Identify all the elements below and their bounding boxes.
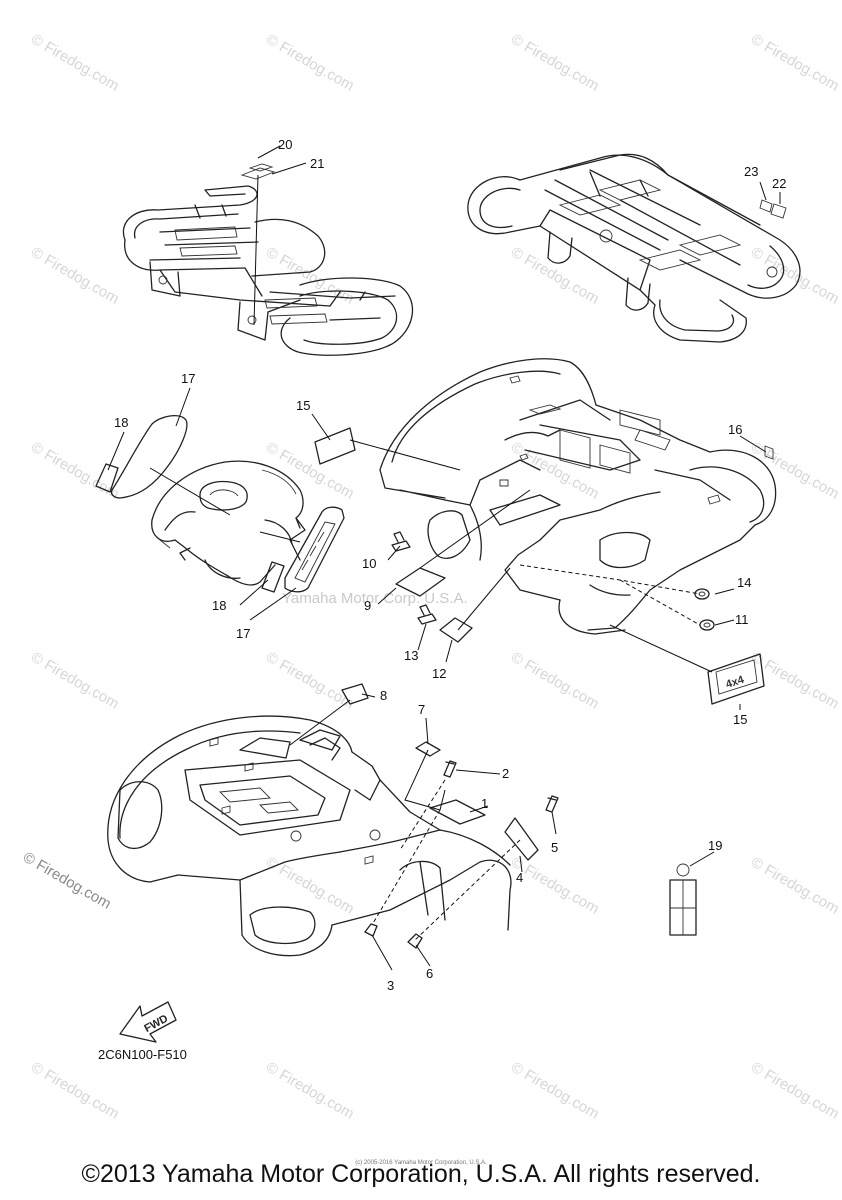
callout-9: 9 bbox=[364, 598, 371, 613]
callout-15-lower: 15 bbox=[733, 712, 747, 727]
callout-17-upper: 17 bbox=[181, 371, 195, 386]
callout-14: 14 bbox=[737, 575, 751, 590]
callout-15-upper: 15 bbox=[296, 398, 310, 413]
bolt-2 bbox=[443, 760, 457, 778]
svg-text:4x4: 4x4 bbox=[724, 674, 746, 691]
nut-11 bbox=[699, 619, 715, 631]
decal-18-upper bbox=[95, 463, 119, 493]
fwd-arrow: FWD bbox=[119, 1001, 177, 1043]
watermark-text: © Firedog.com bbox=[28, 1059, 122, 1123]
watermark-text: © Firedog.com bbox=[263, 649, 357, 713]
callout-6: 6 bbox=[426, 966, 433, 981]
front-fender-cover bbox=[151, 460, 306, 586]
watermark-text: © Firedog.com bbox=[748, 649, 842, 713]
plate-9 bbox=[395, 567, 446, 597]
callout-18-lower: 18 bbox=[212, 598, 226, 613]
callout-numbers: 1 2 3 4 5 6 7 8 9 10 11 12 13 14 15 15 1… bbox=[114, 137, 786, 993]
decal-18-lower bbox=[261, 561, 285, 593]
callout-2: 2 bbox=[502, 766, 509, 781]
watermark-text: © Firedog.com bbox=[263, 31, 357, 95]
callout-7: 7 bbox=[418, 702, 425, 717]
callout-8: 8 bbox=[380, 688, 387, 703]
nut-14 bbox=[694, 588, 710, 600]
callout-11: 11 bbox=[735, 612, 749, 627]
label-22-shape bbox=[770, 203, 787, 219]
label-15-lower: 4x4 bbox=[707, 653, 765, 705]
inner-watermark: Yamaha Motor Corp. U.S.A. bbox=[282, 590, 468, 607]
label-15-upper bbox=[314, 427, 356, 465]
callout-5: 5 bbox=[551, 840, 558, 855]
front-fender bbox=[107, 715, 512, 957]
label-21-shape bbox=[240, 167, 276, 180]
watermark-layer: © Firedog.com © Firedog.com © Firedog.co… bbox=[20, 31, 842, 1123]
callout-18-upper: 18 bbox=[114, 415, 128, 430]
watermark-text: © Firedog.com bbox=[748, 854, 842, 918]
watermark-text-dark: © Firedog.com bbox=[20, 849, 114, 913]
tag-19 bbox=[669, 851, 715, 936]
diagram-code: 2C6N100-F510 bbox=[98, 1047, 187, 1062]
leaders-17-18 bbox=[107, 387, 301, 621]
callout-16: 16 bbox=[728, 422, 742, 437]
callout-4: 4 bbox=[516, 870, 523, 885]
watermark-text: © Firedog.com bbox=[263, 854, 357, 918]
watermark-text: © Firedog.com bbox=[28, 649, 122, 713]
callout-13: 13 bbox=[404, 648, 418, 663]
watermark-text: © Firedog.com bbox=[508, 31, 602, 95]
watermark-text: © Firedog.com bbox=[263, 1059, 357, 1123]
leaders-1-8 bbox=[289, 693, 557, 971]
watermark-text: © Firedog.com bbox=[28, 439, 122, 503]
label-23-shape bbox=[759, 199, 773, 213]
bolt-5 bbox=[545, 795, 559, 813]
label-16 bbox=[764, 445, 774, 460]
label-7 bbox=[415, 741, 441, 757]
copyright-notice: ©2013 Yamaha Motor Corporation, U.S.A. A… bbox=[81, 1160, 761, 1188]
fwd-label: FWD bbox=[142, 1013, 170, 1035]
watermark-text: © Firedog.com bbox=[508, 854, 602, 918]
callout-19: 19 bbox=[708, 838, 722, 853]
callout-3: 3 bbox=[387, 978, 394, 993]
plate-4 bbox=[504, 817, 539, 861]
copyright-small-print: (c) 2005-2016 Yamaha Motor Corporation, … bbox=[355, 1160, 487, 1166]
leaders-15-16 bbox=[311, 413, 767, 471]
leaders-9-14 bbox=[377, 489, 735, 673]
front-carrier bbox=[122, 185, 414, 356]
label-8 bbox=[341, 683, 369, 705]
callout-20: 20 bbox=[278, 137, 292, 152]
watermark-text: © Firedog.com bbox=[748, 1059, 842, 1123]
watermark-text: © Firedog.com bbox=[28, 244, 122, 308]
rear-fender bbox=[379, 358, 777, 635]
plate-1 bbox=[429, 799, 486, 825]
callout-17-lower: 17 bbox=[236, 626, 250, 641]
watermark-text: © Firedog.com bbox=[508, 1059, 602, 1123]
watermark-text: © Firedog.com bbox=[508, 439, 602, 503]
plate-12 bbox=[439, 617, 473, 643]
label-group-20-21 bbox=[240, 145, 307, 326]
bolt-13 bbox=[417, 604, 437, 625]
watermark-text: © Firedog.com bbox=[508, 244, 602, 308]
callout-1: 1 bbox=[481, 796, 488, 811]
watermark-text: © Firedog.com bbox=[748, 31, 842, 95]
rear-carrier bbox=[467, 153, 801, 343]
watermark-text: © Firedog.com bbox=[508, 649, 602, 713]
label-group-22-23 bbox=[759, 181, 787, 219]
callout-23: 23 bbox=[744, 164, 758, 179]
decal-17-upper bbox=[110, 414, 188, 499]
callout-10: 10 bbox=[362, 556, 376, 571]
callout-21: 21 bbox=[310, 156, 324, 171]
callout-12: 12 bbox=[432, 666, 446, 681]
label-20-shape bbox=[248, 163, 274, 172]
grommet-6 bbox=[407, 933, 423, 949]
bolt-10 bbox=[391, 531, 411, 552]
watermark-text: © Firedog.com bbox=[28, 31, 122, 95]
grommet-3 bbox=[364, 923, 378, 937]
decal-17-lower bbox=[284, 506, 345, 593]
callout-22: 22 bbox=[772, 176, 786, 191]
